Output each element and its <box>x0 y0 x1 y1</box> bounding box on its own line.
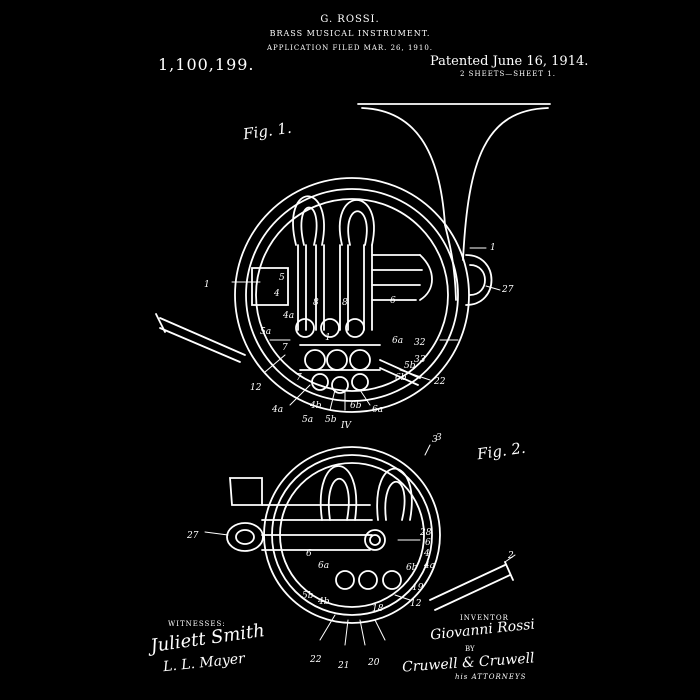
ref-label: 32 <box>414 338 426 348</box>
ref-label: 7 <box>282 343 288 353</box>
by-label: BY <box>465 645 475 653</box>
ref-label: 4b <box>317 597 330 607</box>
attorneys-label: his ATTORNEYS <box>455 673 526 681</box>
ref-label: 22 <box>433 377 446 387</box>
ref-label: 3 <box>432 435 438 445</box>
ref-label: 6b <box>395 373 407 383</box>
fig1-horn-drawing <box>156 104 550 412</box>
ref-label: 27 <box>186 531 199 541</box>
ref-label: 5b <box>404 361 416 371</box>
ref-label: 8 <box>342 298 348 308</box>
ref-label: 27 <box>501 285 514 295</box>
ref-label: 6 <box>425 538 431 548</box>
ref-label: 6 <box>306 549 312 559</box>
ref-label: 4 <box>423 549 430 559</box>
ref-label: 6a <box>318 561 329 571</box>
ref-label: 2 <box>507 551 514 561</box>
ref-label: 4b <box>309 401 322 411</box>
ref-label: 6b <box>406 563 418 573</box>
ref-label: 20 <box>367 658 380 668</box>
ref-label: 4a <box>282 311 294 321</box>
ref-label: 4 <box>273 289 280 299</box>
ref-label: IV <box>340 421 353 431</box>
ref-label: 4a <box>271 405 283 415</box>
ref-label: 6 <box>390 296 396 306</box>
ref-label: 1 <box>325 333 331 343</box>
ref-label: 5b <box>325 415 337 425</box>
ref-label: 5b <box>302 591 314 601</box>
ref-label: 12 <box>250 383 262 393</box>
ref-label: 5a <box>302 415 313 425</box>
ref-label: 19 <box>412 583 424 593</box>
ref-label: 4a <box>423 561 435 571</box>
ref-label: 1 <box>204 280 210 290</box>
ref-label: 5a <box>260 327 271 337</box>
ref-label: 18 <box>372 604 384 614</box>
ref-label: 6a <box>392 336 403 346</box>
ref-label: 28 <box>419 528 432 538</box>
ref-label: 33 <box>414 355 426 365</box>
ref-label: 1 <box>490 243 496 253</box>
ref-label: 7 <box>296 373 302 383</box>
ref-label: 8 <box>313 298 319 308</box>
ref-label: 22 <box>309 655 322 665</box>
ref-label: 6b <box>350 401 362 411</box>
ref-label: 21 <box>337 661 349 671</box>
ref-label: 12 <box>410 599 422 609</box>
ref-label: 5 <box>279 273 285 283</box>
ref-label: 6a <box>372 405 383 415</box>
